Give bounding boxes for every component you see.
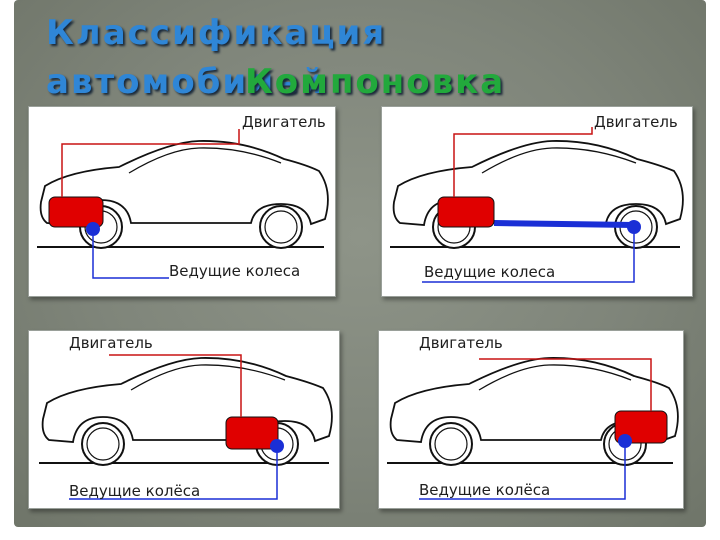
slide-title-line-2: автомобилей [46, 62, 327, 102]
wheels-leader-line [69, 453, 278, 500]
car-diagram [39, 354, 333, 500]
panel-front-engine-rear-drive: Двигатель Ведущие колеса [381, 106, 693, 297]
car-diagram [390, 127, 684, 283]
driving-wheels-label: Ведущие колеса [424, 263, 556, 281]
panel-rear-engine-rear-drive: Двигатель Ведущие колёса [378, 330, 684, 509]
car-roofline [478, 364, 632, 391]
panel-mid-engine-rear-drive: Двигатель Ведущие колёса [28, 330, 340, 509]
wheels-leader-line [422, 234, 635, 283]
drive-shaft [493, 220, 635, 228]
drive-wheel-marker [270, 439, 284, 453]
car-diagram [37, 129, 329, 279]
driving-wheels-label: Ведущие колёса [419, 481, 551, 499]
engine-block [48, 196, 104, 228]
car-body-outline [41, 357, 333, 443]
wheels-leader-line [92, 236, 169, 279]
car-roofline [128, 147, 282, 174]
panel-front-engine-front-drive: Двигатель Ведущие колеса [28, 106, 336, 297]
engine-label: Двигатель [242, 113, 326, 131]
drive-wheel-marker [627, 220, 641, 234]
slide-title-overlay: Компоновка [245, 62, 506, 102]
wheels-leader-line [419, 448, 626, 500]
engine-block [225, 416, 279, 450]
slide-title-line-1: Классификация [46, 13, 387, 53]
engine-block [437, 196, 495, 228]
engine-leader-line [109, 354, 242, 417]
car-roofline [130, 364, 286, 391]
front-wheel [81, 422, 125, 466]
car-roofline [481, 147, 637, 174]
car-diagram [387, 357, 679, 500]
car-body-outline [389, 357, 679, 443]
engine-label: Двигатель [419, 334, 503, 352]
engine-label: Двигатель [69, 334, 153, 352]
engine-leader-line [61, 129, 240, 197]
drive-wheel-marker [86, 222, 100, 236]
drive-wheel-marker [618, 434, 632, 448]
engine-label: Двигатель [594, 113, 678, 131]
front-wheel [429, 422, 473, 466]
driving-wheels-label: Ведущие колёса [69, 482, 201, 500]
engine-leader-line [479, 358, 652, 411]
driving-wheels-label: Ведущие колеса [169, 262, 301, 280]
engine-leader-line [453, 127, 593, 197]
rear-wheel [259, 205, 303, 249]
